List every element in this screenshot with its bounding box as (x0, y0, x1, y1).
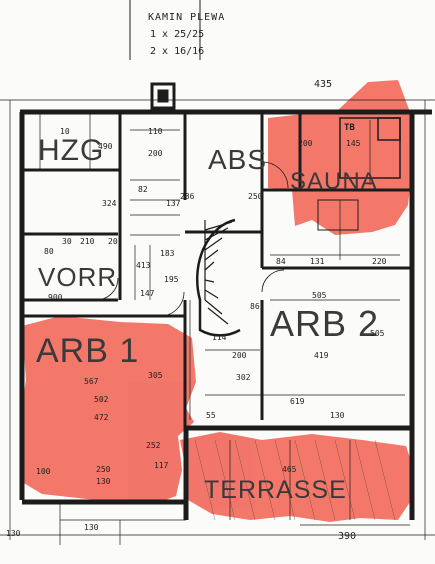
dimension-label: 55 (206, 411, 216, 420)
dimension-label: 20 (108, 237, 118, 246)
sauna-highlight (268, 80, 414, 235)
sauna-box-label: TB (344, 123, 355, 133)
dimension-label: 82 (138, 185, 148, 194)
dimension-label: 100 (36, 467, 51, 476)
dimension-label: 130 (96, 477, 111, 486)
room-label-abs: ABS (208, 144, 268, 175)
room-label-sauna: SAUNA (290, 168, 378, 195)
dimension-label: 505 (312, 291, 327, 300)
dimension-label: 80 (44, 247, 54, 256)
dimension-label: 220 (372, 257, 387, 266)
dimension-label: 465 (282, 465, 297, 474)
dimension-label: 30 (62, 237, 72, 246)
dimension-label: 10 (60, 127, 70, 136)
dimension-label: 86 (250, 302, 260, 311)
chimney-spec-1: 1 x 25/25 (150, 29, 205, 40)
dimension-label: 130 (330, 411, 345, 420)
dimension-label: 147 (140, 289, 155, 298)
dimension-label: 305 (148, 371, 163, 380)
dimension-label: 200 (232, 351, 247, 360)
chimney (150, 82, 176, 110)
dimension-label: 137 (166, 199, 181, 208)
dimension-label: 250 (96, 465, 111, 474)
dimension-label: 324 (102, 199, 117, 208)
dimension-label: 419 (314, 351, 329, 360)
dimension-label: 567 (84, 377, 99, 386)
dimension-label: 195 (164, 275, 179, 284)
room-label-hzg: HZG (38, 134, 105, 167)
dimension-label: 130 (6, 529, 21, 538)
chimney-spec-2: 2 x 16/16 (150, 46, 205, 57)
dimension-label: 250 (248, 192, 263, 201)
dimension-label: 490 (98, 142, 113, 151)
dimension-label: 252 (146, 441, 161, 450)
room-label-vorr: VORR (38, 262, 118, 292)
dimension-label: 130 (84, 523, 99, 532)
room-label-terrasse: TERRASSE (204, 476, 347, 504)
dimension-label: 183 (160, 249, 175, 258)
dimension-label: 236 (180, 192, 195, 201)
dimension-label: 114 (212, 333, 227, 342)
dimension-label: 472 (94, 413, 109, 422)
dimension-label: 900 (48, 293, 63, 302)
dimension-label: 131 (310, 257, 325, 266)
spiral-staircase (196, 218, 241, 337)
dimension-label: 200 (298, 139, 313, 148)
arb1-highlight (20, 316, 196, 504)
room-label-arb2: ARB 2 (270, 303, 380, 344)
dimension-label: 110 (148, 127, 163, 136)
dimension-label: 505 (370, 329, 385, 338)
dimension-label: 390 (338, 531, 357, 542)
dimension-label: 145 (346, 139, 361, 148)
dimension-label: 210 (80, 237, 95, 246)
chimney-title: KAMIN PLEWA (148, 12, 226, 23)
dimension-label: 200 (148, 149, 163, 158)
dimension-label: 84 (276, 257, 286, 266)
dimension-label: 619 (290, 397, 305, 406)
dimension-label: 413 (136, 261, 151, 270)
dimension-label: 302 (236, 373, 251, 382)
room-label-arb1: ARB 1 (36, 332, 140, 370)
dimension-label: 117 (154, 461, 169, 470)
dimension-label: 502 (94, 395, 109, 404)
dimension-label: 435 (314, 79, 333, 90)
